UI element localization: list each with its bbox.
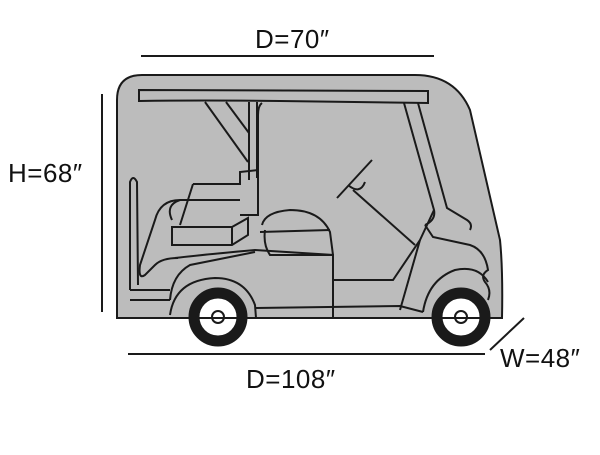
front-seat xyxy=(259,229,331,233)
front-fender xyxy=(422,224,491,313)
rear-seat-box xyxy=(171,216,249,246)
front-body-line xyxy=(399,239,421,311)
rear-seat-cushion xyxy=(138,199,181,278)
floor-line xyxy=(333,209,435,281)
steering-wheel xyxy=(336,159,373,199)
rear-footrest xyxy=(130,289,170,301)
front-seat-back xyxy=(261,208,334,256)
rear-strut-2 xyxy=(225,101,250,134)
width-label: W=48″ xyxy=(500,343,581,373)
cover-outline xyxy=(116,74,504,319)
bottom-depth-label: D=108″ xyxy=(246,364,336,394)
cart-body xyxy=(169,248,334,318)
front-post-outer-2 xyxy=(417,102,472,231)
rear-strut-1 xyxy=(204,101,249,163)
width-diagonal-line xyxy=(489,317,525,351)
steering-column xyxy=(352,189,416,246)
rear-seat-back xyxy=(179,168,259,226)
rear-grab-bar xyxy=(129,177,139,290)
height-label: H=68″ xyxy=(8,158,83,188)
cart-roof xyxy=(138,88,429,105)
rocker-panel xyxy=(255,304,424,313)
rear-fender xyxy=(169,276,257,319)
top-depth-label: D=70″ xyxy=(255,24,330,54)
front-post-inner xyxy=(257,102,263,210)
